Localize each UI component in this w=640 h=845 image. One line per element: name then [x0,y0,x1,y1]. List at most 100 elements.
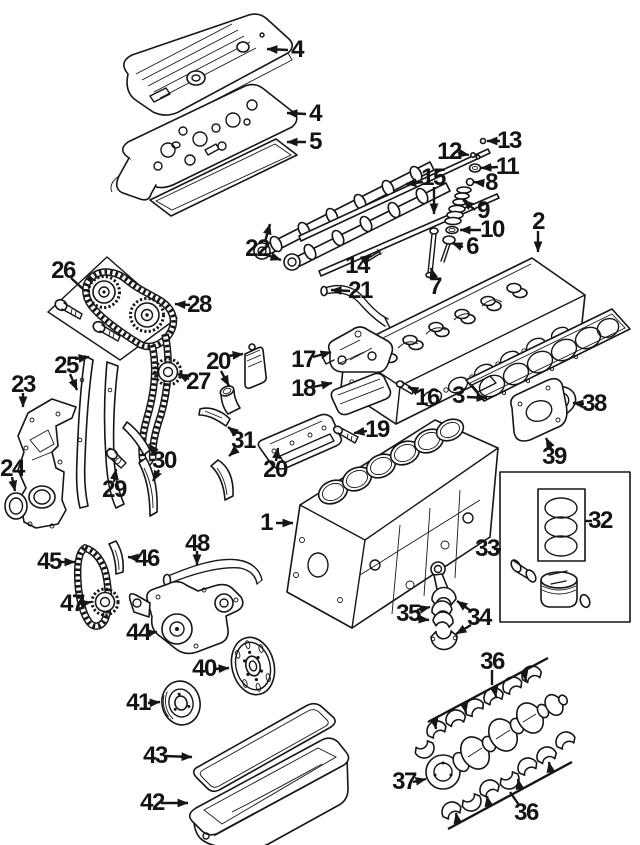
leader-line-36a [489,685,499,698]
seal-housing-art [510,377,568,442]
callout-47: 47 [60,590,85,617]
pan-gasket-art [192,702,336,793]
callout-35: 35 [396,600,421,627]
leader-line-20a [227,351,244,360]
leader-line-36b [453,812,463,825]
chain-guide-46-art [108,540,124,575]
lower-chain-art [73,543,120,630]
leader-line-4b [286,109,307,118]
small-parts-31-art [198,407,234,501]
leader-line-36b [447,760,573,831]
front-seal-art [4,492,28,520]
leader-line-17 [312,350,332,360]
leader-line-30 [151,469,162,482]
callout-11: 11 [495,153,520,180]
callout-42: 42 [140,789,165,816]
oil-pickup-pipe-art [162,558,263,587]
callout-45: 45 [37,548,62,575]
leader-line-31 [227,426,239,437]
leader-line-36b [484,795,494,808]
callout-26: 26 [51,257,76,284]
leader-line-36a [519,669,529,682]
callout-4a: 4 [291,36,304,63]
callout-27: 27 [186,368,211,395]
callout-41: 41 [126,689,151,716]
leader-line-36a [459,701,469,714]
callout-15: 15 [421,164,446,191]
callout-20a: 20 [206,348,231,375]
leader-line-37 [412,777,427,786]
leader-line-44 [146,628,158,638]
leader-line-24 [8,476,18,492]
leader-line-34 [456,600,472,612]
leader-line-25 [74,354,90,363]
leader-line-15 [405,178,424,188]
chain-guides-art [122,421,158,517]
callout-10: 10 [480,216,505,243]
leader-line-22 [266,252,282,262]
leader-line-4a [266,45,289,54]
callout-16: 16 [415,384,440,411]
callout-14: 14 [345,252,370,279]
leader-line-8 [473,178,485,188]
callout-20b: 20 [263,456,288,483]
leader-line-38 [572,399,585,409]
leader-line-25 [68,373,79,391]
callout-21: 21 [348,277,373,304]
tensioner-bolt-art [106,448,127,469]
callout-25: 25 [54,352,79,379]
callout-8: 8 [485,169,498,196]
callout-9: 9 [477,197,490,224]
leader-line-20a [219,370,231,387]
callout-3: 3 [452,382,465,409]
leader-line-29 [110,468,119,483]
callout-37: 37 [392,768,417,795]
leader-line-6 [451,241,464,251]
valve-cover-gasket-art [149,138,298,217]
callout-32: 32 [588,507,613,534]
crank-pulley-art [161,680,201,726]
callout-12: 12 [437,138,462,165]
leader-line-36a [427,656,549,724]
leader-line-40 [213,664,230,674]
leader-line-28 [174,300,191,310]
leader-line-14 [359,253,372,265]
leader-line-9 [462,199,476,211]
leader-layer [8,45,592,831]
crank-sprocket-art [153,357,183,387]
conrod-art [429,561,458,651]
flywheel-art [230,636,276,696]
leader-line-30 [148,443,159,455]
vanos-art [321,326,394,374]
leader-line-3 [466,393,488,402]
callout-36a: 36 [480,648,505,675]
callout-46: 46 [135,545,160,572]
engine-cover-art [123,13,294,116]
timing-cover-art [17,398,77,529]
callout-2: 2 [532,208,545,235]
leader-line-27 [177,372,190,383]
callout-4b: 4 [309,100,322,127]
leader-line-11 [480,162,499,172]
leader-line-31 [228,445,240,457]
leader-line-46 [127,553,139,563]
callout-48: 48 [185,530,210,557]
callout-18: 18 [291,375,316,402]
callout-28: 28 [187,291,212,318]
callout-39: 39 [542,443,567,470]
callout-24: 24 [0,455,25,482]
leader-line-26 [70,277,84,290]
callout-43: 43 [143,742,168,769]
leader-line-35 [416,614,430,624]
leader-line-43 [163,752,193,762]
oil-pan-art [188,737,350,845]
leader-line-34 [455,623,472,636]
leader-line-21 [330,286,351,295]
adapter-plate-art [330,372,392,416]
leader-line-12 [457,148,470,158]
engine-block-art [286,418,499,629]
callout-30: 30 [152,447,177,474]
tensioner-rails-art [75,355,125,509]
bolt-19-art [332,425,359,444]
